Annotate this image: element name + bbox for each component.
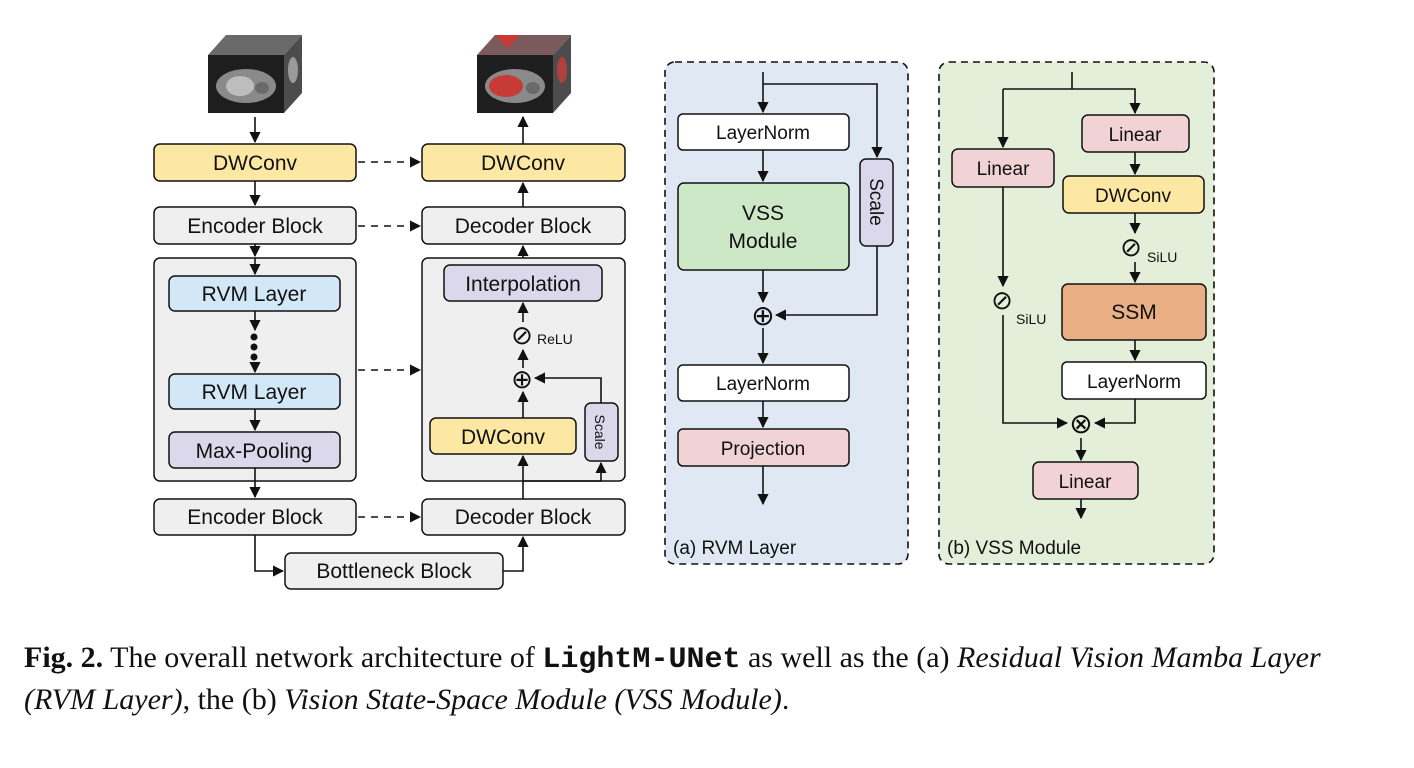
caption-text-4: . (781, 683, 790, 716)
segmented-ct-volume-icon (477, 35, 571, 113)
rvm-layer-2-label: RVM Layer (202, 381, 307, 404)
rvm-add-icon: ⊕ (751, 299, 774, 332)
caption-text-2: as well as the (a) (740, 641, 958, 674)
rvm-connections (757, 72, 883, 506)
rvm-layernorm-2-label: LayerNorm (716, 374, 810, 395)
decoder-scale-label: Scale (592, 414, 608, 449)
vss-silu-right-label: SiLU (1147, 249, 1177, 265)
interpolation-label: Interpolation (465, 273, 581, 296)
projection-label: Projection (721, 439, 806, 460)
main-connections (249, 115, 607, 577)
bottleneck-label: Bottleneck Block (316, 560, 472, 583)
decoder-block-1-label: Decoder Block (455, 215, 592, 238)
vss-linear-top-label: Linear (1109, 125, 1162, 146)
vss-silu-left-label: SiLU (1016, 311, 1046, 327)
max-pooling-label: Max-Pooling (196, 440, 313, 463)
caption-rvm-full: Residual Vision Mamba Layer (RVM Layer) (24, 641, 1321, 716)
decoder-add-icon: ⊕ (511, 365, 533, 395)
interpolation-box (443, 264, 603, 302)
caption-text-3: , the (b) (182, 683, 285, 716)
vss-dwconv-box (1062, 175, 1205, 214)
vss-dwconv-label: DWConv (1095, 186, 1172, 207)
caption-fig-label: Fig. 2. (24, 641, 104, 674)
vss-connections (997, 72, 1141, 520)
ssm-box (1061, 283, 1207, 341)
decoder-inner-dwconv-label: DWConv (461, 426, 546, 449)
architecture-diagram: DWConv Encoder Block RVM Layer RVM Layer… (153, 35, 1215, 590)
ct-scan-volume-icon (208, 35, 302, 113)
relu-label: ReLU (537, 331, 573, 347)
vss-module-box (677, 182, 850, 271)
encoder-block-2-label: Encoder Block (187, 506, 323, 529)
figure-caption: Fig. 2. The overall network architecture… (24, 638, 1394, 720)
vss-multiply-icon: ⊗ (1069, 407, 1092, 440)
ellipsis-dots (250, 333, 258, 361)
rvm-layer-1-label: RVM Layer (202, 283, 307, 306)
relu-activation-icon: ⊘ (511, 321, 533, 351)
caption-model-name: LightM-UNet (542, 643, 741, 677)
rvm-layernorm-1-label: LayerNorm (716, 123, 810, 144)
decoder-dwconv-label: DWConv (481, 152, 566, 175)
vss-module-label-line1: VSS (742, 202, 784, 225)
decoder-inner-dwconv-box (429, 417, 577, 455)
vss-layernorm-box (1061, 361, 1207, 400)
vss-panel-title: (b) VSS Module (947, 538, 1081, 559)
rvm-panel-title: (a) RVM Layer (673, 538, 797, 559)
vss-linear-bottom-label: Linear (1059, 472, 1112, 493)
rvm-scale-label: Scale (865, 178, 886, 226)
vss-silu-right-icon: ⊘ (1120, 233, 1142, 263)
decoder-block-2-label: Decoder Block (455, 506, 592, 529)
encoder-block-1-label: Encoder Block (187, 215, 323, 238)
vss-layernorm-label: LayerNorm (1087, 372, 1181, 393)
vss-linear-bottom-box (1032, 461, 1139, 500)
vss-silu-left-icon: ⊘ (991, 286, 1013, 316)
ssm-label: SSM (1111, 301, 1157, 324)
vss-module-label-line2: Module (729, 230, 798, 253)
caption-vss-full: Vision State-Space Module (VSS Module) (284, 683, 782, 716)
vss-linear-left-label: Linear (977, 159, 1030, 180)
caption-text-1: The overall network architecture of (103, 641, 543, 674)
encoder-dwconv-label: DWConv (213, 152, 298, 175)
skip-connections (358, 156, 422, 523)
